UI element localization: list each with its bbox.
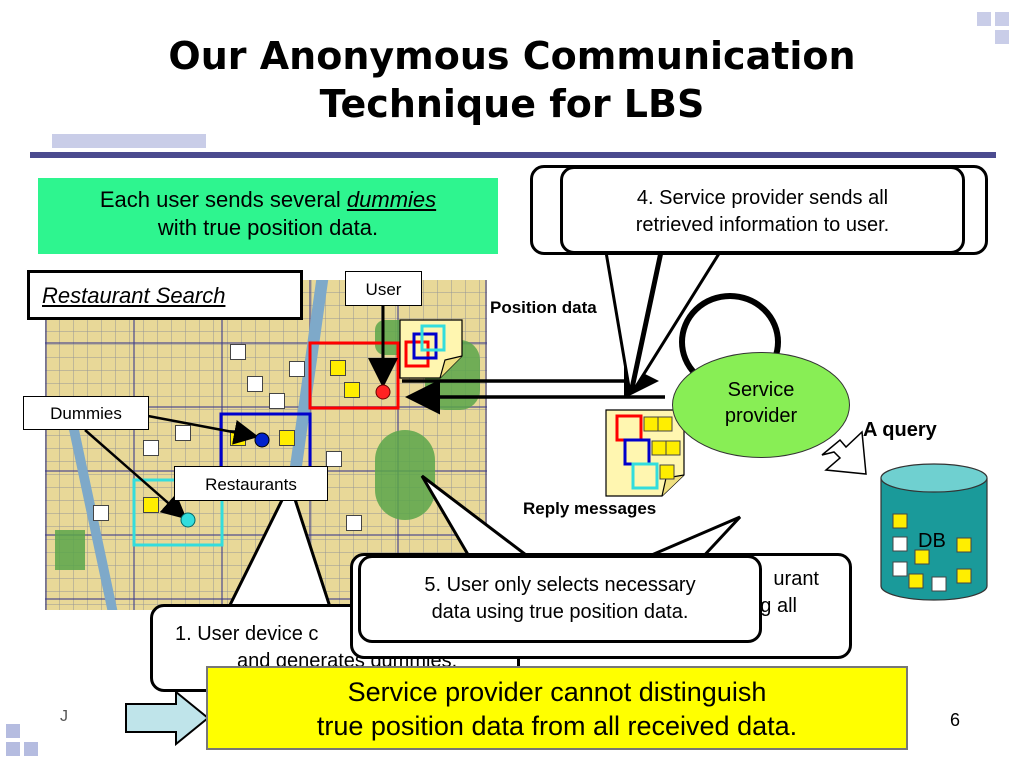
db-label: DB	[918, 530, 946, 552]
corner-decoration-tr	[977, 12, 991, 26]
page-number: 6	[950, 710, 961, 730]
user-label: User	[345, 271, 422, 306]
corner-decoration-bl	[6, 742, 20, 756]
footer-arrow	[125, 690, 210, 746]
green-note-text-line2: with true position data.	[157, 215, 379, 240]
corner-decoration-tr	[995, 12, 1009, 26]
map-park	[55, 530, 85, 570]
restaurant-marker	[279, 430, 295, 446]
position-data-label: Position data	[490, 298, 597, 317]
step3-line2: g all	[760, 595, 797, 617]
map-marker-white	[230, 344, 246, 360]
query-arrow	[821, 430, 867, 475]
step5-line2: data using true position data.	[431, 601, 689, 623]
map-marker-white	[326, 451, 342, 467]
corner-decoration-tr	[995, 30, 1009, 44]
bubble-step5: 5. User only selects necessary data usin…	[358, 555, 762, 643]
footer-text-partial: J	[60, 708, 68, 725]
map-marker-white	[143, 440, 159, 456]
conclusion-box: Service provider cannot distinguish true…	[206, 666, 908, 750]
map-park	[375, 430, 435, 520]
user-region-box	[308, 341, 400, 410]
dummy-position-dot	[254, 432, 270, 448]
bubble-tail-step4	[604, 251, 662, 394]
restaurant-marker	[330, 360, 346, 376]
bubble-tail-step5	[420, 474, 531, 560]
title-rule-accent	[52, 134, 206, 148]
dummy-arrow	[147, 414, 259, 445]
step5-line1: 5. User only selects necessary	[424, 574, 696, 596]
step1-line1: 1. User device c	[175, 623, 319, 645]
step3-line1: urant	[773, 568, 819, 590]
service-provider: Service provider	[672, 352, 850, 458]
dummy-position-dot	[180, 512, 196, 528]
restaurant-marker	[143, 497, 159, 513]
restaurant-search-label: Restaurant Search	[27, 270, 303, 320]
green-note: Each user sends several dummies with tru…	[38, 178, 498, 254]
map-marker-white	[346, 515, 362, 531]
bubble-tail-step3	[639, 515, 742, 562]
slide-title: Our Anonymous Communication Technique fo…	[0, 32, 1024, 128]
dummy-arrow	[84, 429, 187, 520]
a-query-label: A query	[863, 419, 937, 441]
slide-title-line2: Technique for LBS	[319, 82, 705, 126]
bubble-step4: 4. Service provider sends all retrieved …	[560, 166, 965, 254]
corner-decoration-bl	[24, 742, 38, 756]
green-note-emphasis: dummies	[346, 187, 437, 212]
service-provider-line2: provider	[724, 405, 798, 427]
conclusion-line1: Service provider cannot distinguish	[347, 677, 767, 707]
title-rule	[30, 152, 996, 158]
slide-title-line1: Our Anonymous Communication	[168, 34, 856, 78]
conclusion-line2: true position data from all received dat…	[316, 711, 798, 741]
map-marker-white	[269, 393, 285, 409]
map-marker-white	[175, 425, 191, 441]
restaurant-marker	[344, 382, 360, 398]
corner-decoration-bl	[6, 724, 20, 738]
map-marker-white	[93, 505, 109, 521]
step4-line1: 4. Service provider sends all	[636, 187, 889, 209]
step4-line2: retrieved information to user.	[635, 214, 890, 236]
dummies-label: Dummies	[23, 396, 149, 430]
map-marker-white	[289, 361, 305, 377]
bubble-tail-step1	[227, 480, 332, 608]
green-note-text: Each user sends several	[99, 187, 347, 212]
service-provider-line1: Service	[727, 379, 795, 401]
map-marker-white	[247, 376, 263, 392]
restaurants-label: Restaurants	[174, 466, 328, 501]
reply-messages-label: Reply messages	[523, 499, 657, 518]
user-position-dot	[375, 384, 391, 400]
